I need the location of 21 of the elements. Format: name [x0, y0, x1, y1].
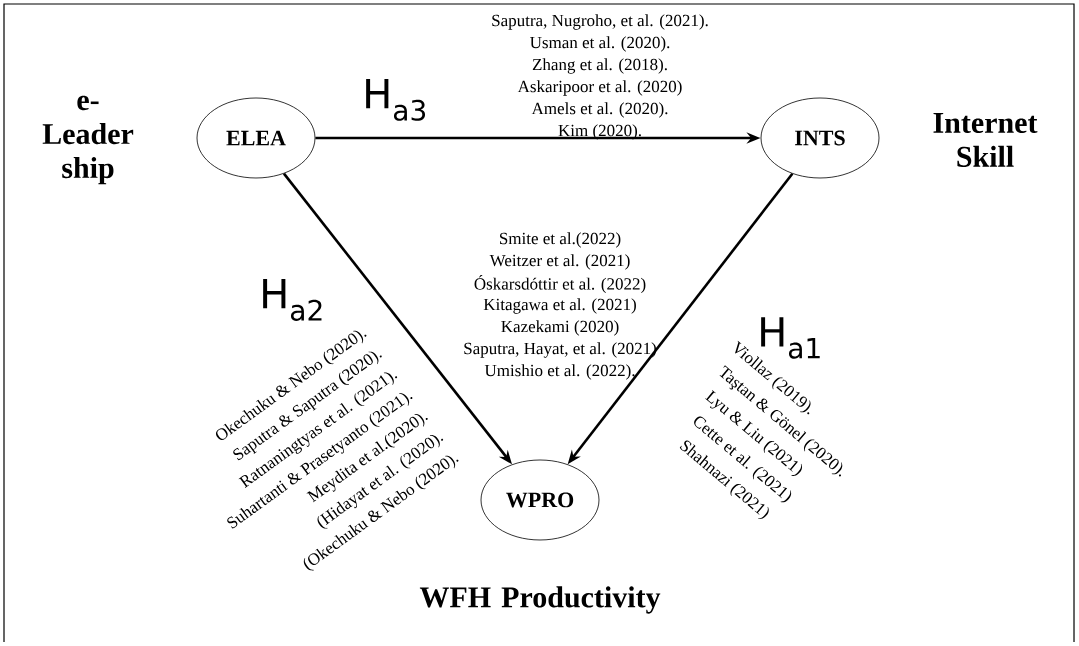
ellipse-node: INTS: [760, 97, 880, 179]
reference-citation: Saputra, Nugroho, et al. (2021).: [492, 14, 708, 30]
hypothesis-label: H$_{a3}$: [366, 79, 426, 121]
reference-citation: Weitzer et al. (2021): [489, 254, 630, 270]
hypothesis-label: H$_{a2}$: [263, 279, 322, 321]
reference-citation: Smite et al.(2022): [500, 232, 621, 248]
variable-name: Internet Skill: [933, 113, 1038, 167]
reference-citation: Usman et al. (2020).: [530, 36, 670, 52]
ellipse-node: ELEA: [196, 97, 316, 179]
variable-name: e-Leader ship: [42, 95, 134, 185]
reference-citation: Amels et al. (2020).: [531, 102, 668, 118]
reference-citation: Kitagawa et al. (2021): [483, 298, 636, 314]
reference-citation: Kazekami (2020): [501, 320, 619, 336]
reference-citation: Óskarsdóttir et al. (2022): [474, 274, 646, 294]
reference-citation: Askaripoor et al. (2020): [517, 80, 682, 96]
reference-citation: Saputra, Hayat, et al. (2021): [464, 342, 657, 358]
reference-citation: Zhang et al. (2018).: [532, 58, 667, 74]
ellipse-node: WPRO: [480, 459, 600, 541]
reference-citation: Kim (2020).: [558, 124, 641, 140]
variable-name: WFH Productivity: [419, 586, 661, 614]
reference-citation: Umishio et al. (2022).: [484, 364, 635, 380]
